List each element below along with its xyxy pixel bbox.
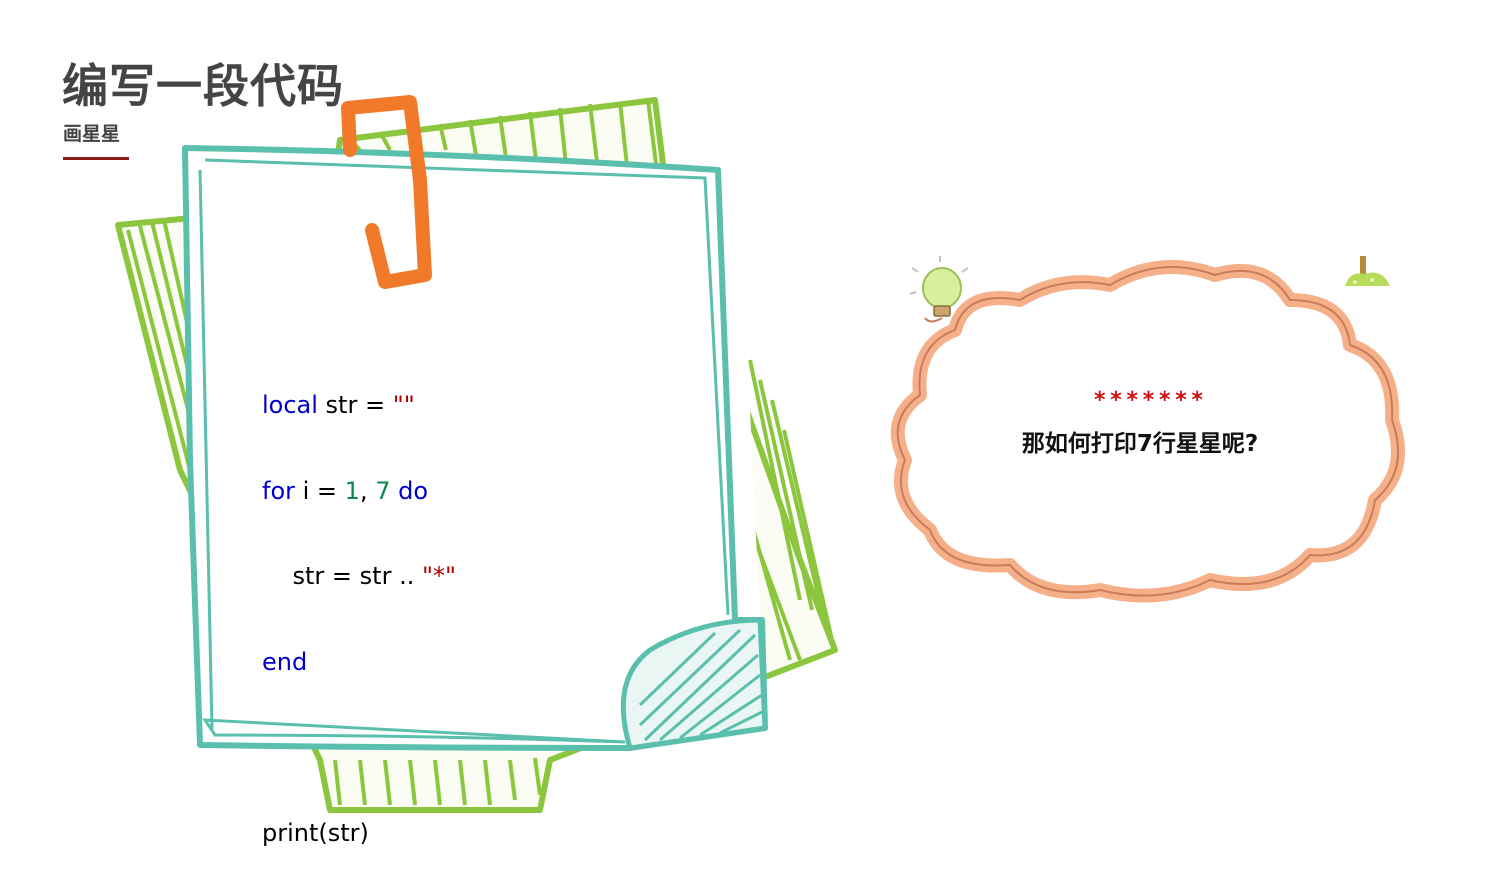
code-string: "*" [421, 562, 457, 590]
code-line-5 [262, 733, 456, 762]
code-text [391, 477, 399, 505]
code-line-3: str = str .. "*" [262, 562, 457, 591]
code-text: str = [317, 391, 393, 419]
code-line-6: print(str) [262, 819, 456, 848]
code-line-1: local str = "" [262, 391, 456, 420]
code-keyword: for [262, 476, 295, 505]
code-number: 1 [344, 476, 360, 505]
code-text: i = [295, 476, 345, 505]
code-line-2: for i = 1, 7 do [262, 477, 456, 506]
lightbulb-icon [909, 256, 969, 323]
code-keyword: local [262, 391, 318, 419]
front-paper [182, 145, 768, 751]
paper-clip-icon [341, 95, 432, 289]
code-keyword: do [398, 476, 429, 505]
question-text: 那如何打印7行星星呢? [1021, 431, 1259, 457]
code-string: "" [392, 391, 415, 419]
stars-output: ******* [1093, 388, 1207, 413]
code-text: print(str) [262, 818, 369, 847]
code-line-4: end [262, 648, 456, 677]
page-subtitle: 画星星 [63, 123, 121, 145]
code-keyword: end [262, 647, 308, 676]
grass-sprout-icon [1345, 256, 1390, 286]
code-number: 7 [375, 476, 391, 505]
subtitle-underline [63, 157, 129, 160]
code-block: local str = "" for i = 1, 7 do str = str… [262, 334, 456, 876]
notepad-illustration [115, 95, 838, 813]
cloud-bubble [890, 256, 1406, 603]
code-text: str = str .. [262, 562, 422, 590]
page-title: 编写一段代码 [62, 59, 344, 113]
code-text: , [359, 476, 376, 505]
